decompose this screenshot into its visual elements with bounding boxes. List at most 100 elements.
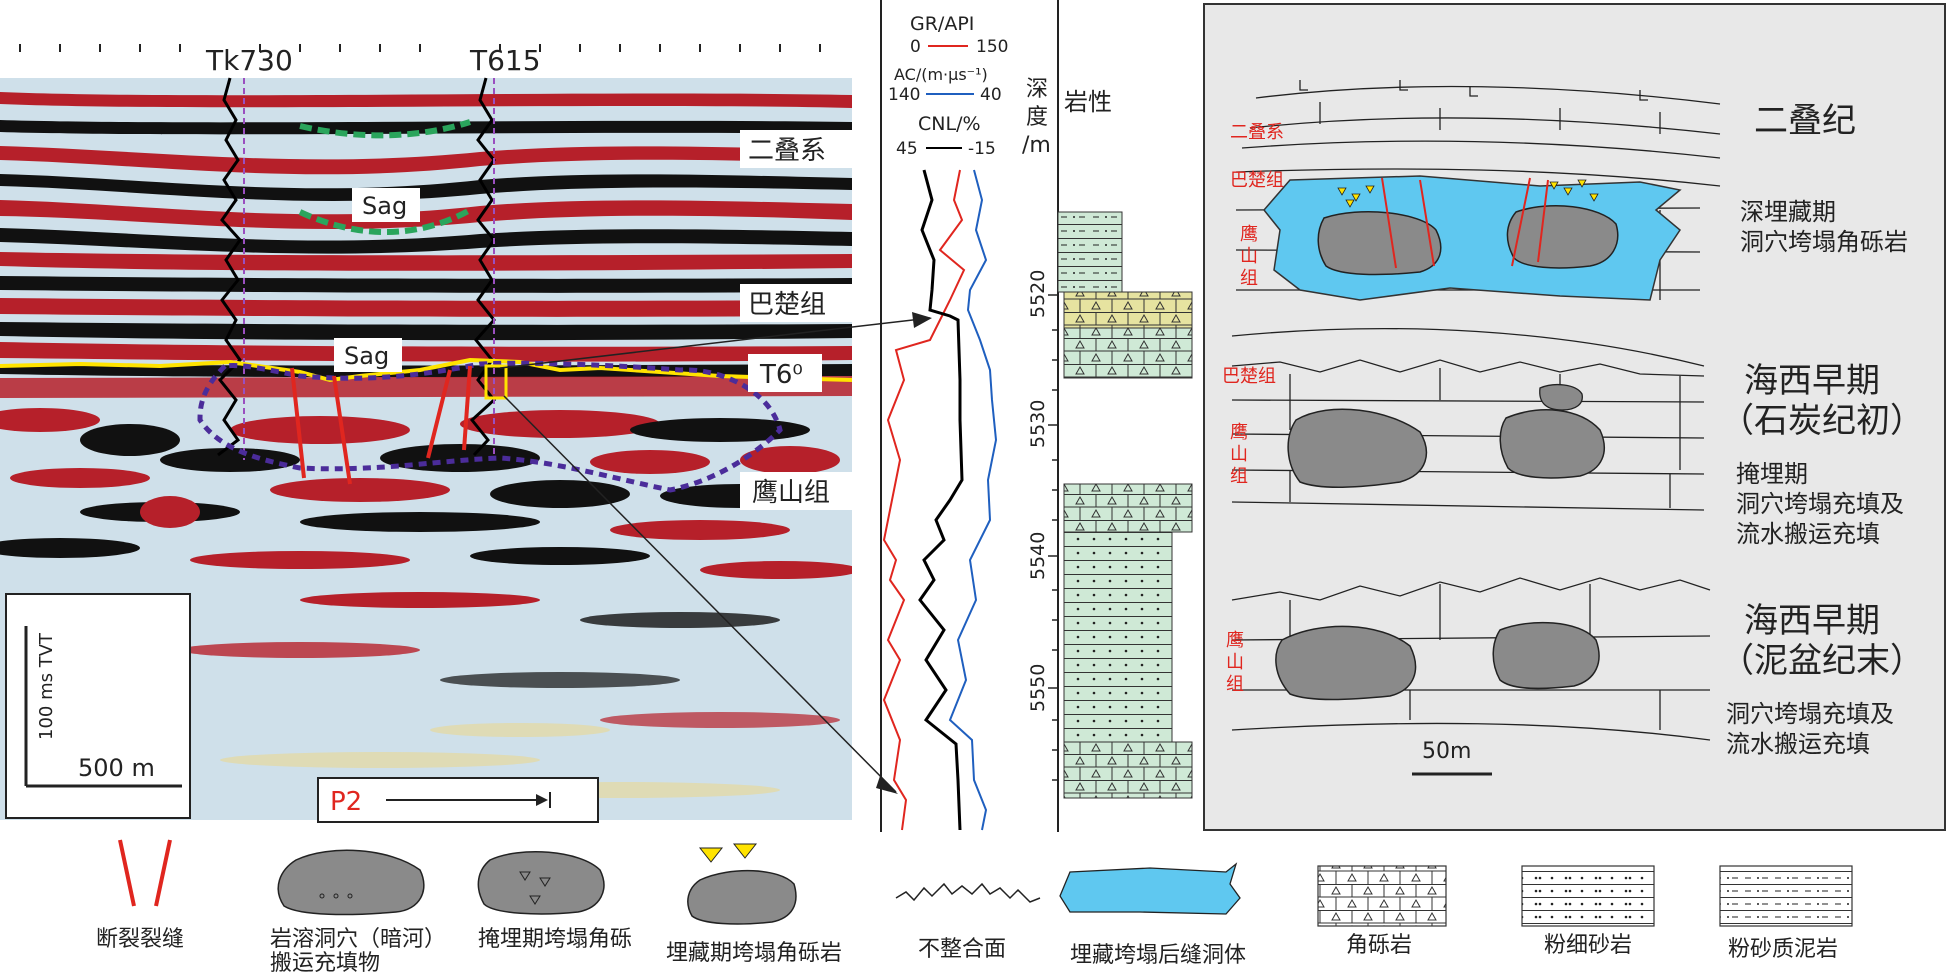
legend-label-burial-breccia: 掩埋期垮塌角砾 (478, 927, 632, 952)
depth-header-1: 深 (1026, 77, 1048, 102)
label-sag-2: Sag (344, 342, 389, 370)
panel3-title-2: （泥盆纪末） (1720, 641, 1924, 681)
panel2-cave-2 (1499, 409, 1605, 479)
label-box-sag-1 (352, 188, 420, 222)
curve-cnl-min: 45 (896, 139, 918, 159)
scale-time-label: 100 ms TVT (36, 632, 57, 740)
legend-label-fault: 断裂裂缝 (96, 927, 184, 952)
depth-5540: 5540 (1027, 532, 1049, 580)
lith-breccia-lower (1063, 741, 1193, 799)
seismic-faults (290, 365, 472, 485)
label-sag-1: Sag (362, 192, 407, 220)
ac-curve (948, 169, 998, 831)
arrow-to-bottom (503, 395, 897, 793)
label-yingshan: 鹰山组 (752, 478, 830, 508)
label-box-bachu (740, 284, 852, 322)
depth-5520: 5520 (1027, 270, 1049, 318)
panel2-unit-bachu: 巴楚组 (1222, 366, 1276, 387)
curve-cnl-max: -15 (968, 139, 996, 159)
lith-mudstone (1057, 211, 1123, 293)
depth-header-2: 度 (1026, 105, 1048, 130)
label-box-t6 (748, 354, 822, 392)
depth-5550: 5550 (1027, 664, 1049, 712)
label-box-permian (740, 130, 852, 168)
scale-box (5, 593, 191, 819)
well-log-panel: GR/API 0 150 AC/(m·μs⁻¹) 140 40 CNL/% 45… (880, 0, 1193, 832)
legend: 断裂裂缝 岩溶洞穴（暗河） 搬运充填物 掩埋期垮塌角砾 埋藏期垮塌角砾岩 不整合… (96, 839, 1853, 974)
label-box-yingshan (740, 472, 852, 510)
label-permian: 二叠系 (748, 136, 826, 166)
cave-boundary (197, 360, 783, 493)
curve-gr-max: 150 (976, 37, 1008, 57)
well-label-tk730: Tk730 (205, 44, 293, 77)
legend-label-cave-body: 埋藏垮塌后缝洞体 (1070, 943, 1246, 968)
curve-gr-min: 0 (910, 37, 921, 57)
label-box-sag-2 (334, 338, 402, 372)
label-t6: T6⁰ (759, 360, 803, 390)
legend-label-breccia: 角砾岩 (1346, 933, 1412, 958)
curve-cnl-name: CNL/% (918, 113, 981, 135)
panel2-desc-1: 掩埋期 (1736, 460, 1808, 488)
legend-label-unconformity: 不整合面 (918, 937, 1006, 962)
panel1-unit-yingshan-1: 鹰 (1240, 224, 1258, 245)
core-box (484, 364, 508, 400)
panel1-unit-yingshan-2: 山 (1240, 246, 1258, 267)
curve-ac-max: 40 (980, 85, 1002, 105)
arrow-to-top (499, 317, 931, 369)
panel1-fractures (1381, 177, 1549, 269)
gr-curve (882, 169, 966, 831)
cnl-curve (918, 169, 964, 831)
panel2-unit-yingshan-3: 组 (1230, 466, 1248, 487)
panel3-unit-yingshan-3: 组 (1226, 674, 1244, 695)
well-label-t615: T615 (469, 44, 541, 77)
scale-dist-label: 500 m (78, 754, 155, 782)
panel1-yellow-triangles (1337, 179, 1599, 208)
legend-label-sandstone: 粉细砂岩 (1544, 933, 1632, 958)
panel1-unit-bachu: 巴楚组 (1230, 170, 1284, 191)
sag-upper-line (299, 119, 471, 139)
panel1-desc-2: 洞穴垮塌角砾岩 (1740, 228, 1908, 256)
panel3-desc-1: 洞穴垮塌充填及 (1726, 700, 1894, 728)
lith-breccia-mid (1063, 483, 1193, 533)
well-log-tk730 (217, 77, 242, 457)
panel3-unit-yingshan-1: 鹰 (1226, 630, 1244, 651)
legend-label-deep-breccia: 埋藏期垮塌角砾岩 (666, 941, 842, 966)
legend-label-mudstone: 粉砂质泥岩 (1728, 937, 1838, 962)
model-scale-label: 50m (1422, 739, 1471, 764)
curve-ac-name: AC/(m·μs⁻¹) (894, 65, 988, 84)
panel3-cave-1 (1275, 625, 1417, 701)
panel2-desc-3: 流水搬运充填 (1736, 520, 1880, 548)
seismic-section: Tk730 T615 二叠系 Sag 巴楚组 Sag T (0, 44, 932, 823)
panel2-desc-2: 洞穴垮塌充填及 (1736, 490, 1904, 518)
panel2-unit-yingshan-1: 鹰 (1230, 422, 1248, 443)
lith-breccia-upper (1063, 327, 1193, 379)
depth-header-3: /m (1022, 133, 1051, 158)
label-bachu: 巴楚组 (748, 290, 826, 320)
panel3-cave-2 (1492, 621, 1600, 690)
panel2-unit-yingshan-2: 山 (1230, 444, 1248, 465)
panel3-desc-2: 流水搬运充填 (1726, 730, 1870, 758)
depth-5530: 5530 (1027, 400, 1049, 448)
panel3-title-1: 海西早期 (1744, 601, 1880, 641)
lith-breccia-yellow (1063, 291, 1193, 329)
panel2-title-1: 海西早期 (1744, 361, 1880, 401)
panel1-title: 二叠纪 (1754, 101, 1856, 141)
sag-lower-line (298, 207, 472, 235)
panel2-cave-1 (1287, 408, 1428, 489)
legend-label-cave-2: 搬运充填物 (270, 951, 380, 974)
t6-horizon (0, 357, 853, 383)
panel2-title-2: （石炭纪初） (1720, 401, 1924, 441)
panel1-unit-yingshan-3: 组 (1240, 268, 1258, 289)
curve-gr-name: GR/API (910, 13, 974, 35)
lith-header: 岩性 (1064, 88, 1112, 116)
depth-ticks (1048, 294, 1058, 781)
panel1-desc-1: 深埋藏期 (1740, 198, 1836, 226)
seismic-top-ticks (19, 44, 821, 52)
panel3-unit-yingshan-2: 山 (1226, 652, 1244, 673)
lith-sandstone (1063, 531, 1173, 743)
panel1-unit-permian: 二叠系 (1230, 122, 1284, 143)
curve-ac-min: 140 (888, 85, 920, 105)
legend-label-cave-1: 岩溶洞穴（暗河） (270, 927, 446, 952)
model-panel: 二叠系 巴楚组 鹰 山 组 二叠纪 深埋藏期 洞穴垮塌角砾岩 巴楚组 鹰 山 组… (1203, 3, 1946, 831)
